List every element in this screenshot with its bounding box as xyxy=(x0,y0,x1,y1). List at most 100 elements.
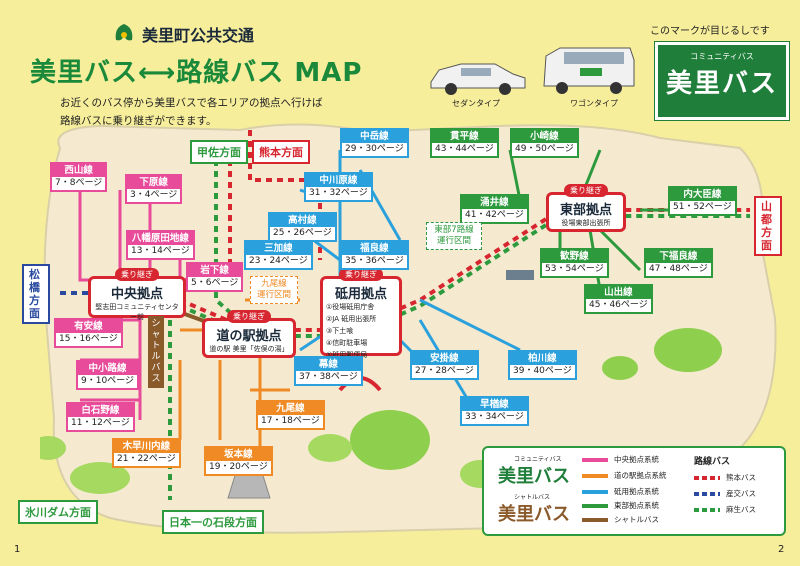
legend-brand-sub-1: コミュニティバス xyxy=(514,456,562,463)
hub-michinoeki: 乗り継ぎ 道の駅拠点 道の駅 美里「佐俣の湯」 xyxy=(202,310,296,358)
legend-brand-sub-2: シャトルバス xyxy=(514,494,551,501)
line-kashiwagawa-pages: 39・40ページ xyxy=(513,366,572,376)
intro-text: お近くのバス停から美里バスで各エリアの拠点へ行けば 路線バスに乗り継ぎができます… xyxy=(60,94,380,130)
line-sakamoto-name: 坂本線 xyxy=(206,448,271,461)
line-yamade-pages: 45・46ページ xyxy=(589,300,648,310)
wagon-icon xyxy=(543,47,635,94)
line-uchiokami-pages: 51・52ページ xyxy=(673,202,732,212)
direction-matsubase: 松橋方面 xyxy=(22,264,50,324)
wagon-label: ワゴンタイプ xyxy=(570,99,618,108)
line-shimofukura-pages: 47・48ページ xyxy=(649,264,708,274)
line-kozaki-name: 小崎線 xyxy=(512,130,577,143)
line-kanpira-pages: 43・44ページ xyxy=(435,144,494,154)
legend-item-tobu: 東部拠点系統 xyxy=(614,501,659,510)
hub-chuo-sub: 堅志田コミュニティセンター前 xyxy=(95,303,179,321)
brand-sub: コミュニティバス xyxy=(690,52,754,61)
direction-ishidan: 日本一の石段方面 xyxy=(162,510,264,534)
line-shitadaira-name: 歓野線 xyxy=(542,250,607,263)
line-nakakoji-pages: 9・10ページ xyxy=(81,376,134,386)
intro-line-2: 路線バスに乗り継ぎができます。 xyxy=(60,115,217,127)
page-title: 美里バス⟷路線バス MAP xyxy=(30,58,363,88)
legend-route-kumamoto: 熊本バス xyxy=(726,473,756,482)
line-kibaru-name: 木早川内線 xyxy=(114,440,179,453)
town-logo-icon xyxy=(115,24,133,41)
line-yui-name: 涌井線 xyxy=(462,196,527,209)
hub-toyo-name: 砥用拠点 xyxy=(334,287,387,302)
hub-michinoeki-badge: 乗り継ぎ xyxy=(227,310,271,323)
hub-chuo-name: 中央拠点 xyxy=(110,287,163,302)
legend-item-shuttle: シャトルバス xyxy=(614,515,659,524)
hub-tobu-name: 東部拠点 xyxy=(559,203,612,218)
line-nakagawara-name: 中川原線 xyxy=(306,174,371,187)
legend-bar-pink xyxy=(582,458,608,462)
line-shiraishino-pages: 11・12ページ xyxy=(71,418,130,428)
line-maku-pages: 37・38ページ xyxy=(299,372,358,382)
line-nishiyama-name: 西山線 xyxy=(52,164,106,177)
direction-koshi: 甲佐方面 xyxy=(190,140,248,164)
legend-item-michinoeki: 道の駅拠点系統 xyxy=(614,471,667,480)
line-shiraishino-name: 白石野線 xyxy=(68,404,133,417)
line-fukura-name: 福良線 xyxy=(342,242,407,255)
hub-michinoeki-name: 道の駅拠点 xyxy=(216,329,282,344)
line-aryasu-name: 有安線 xyxy=(56,320,121,333)
line-shimofukura-name: 下福良線 xyxy=(646,250,711,263)
legend-item-toyo: 砥用拠点系統 xyxy=(614,487,659,496)
legend: コミュニティバス 美里バス シャトルバス 美里バス 中央拠点系統 道の駅拠点系統… xyxy=(482,446,786,536)
line-anto-pages: 27・28ページ xyxy=(415,366,474,376)
line-nakatake-pages: 29・30ページ xyxy=(345,144,404,154)
line-shimohara-pages: 3・4ページ xyxy=(130,190,178,200)
line-sanga-pages: 23・24ページ xyxy=(249,256,308,266)
line-nakagawara-pages: 31・32ページ xyxy=(309,188,368,198)
line-nakatake-name: 中岳線 xyxy=(342,130,407,143)
line-kubi-pages: 17・18ページ xyxy=(261,416,320,426)
note-kubi-area: 九尾線 運行区間 xyxy=(250,276,298,304)
hub-tobu-sub: 役場東部出張所 xyxy=(561,219,611,227)
legend-bar-blue xyxy=(582,490,608,494)
hub-toyo-stop-4: ④信町駐車場 xyxy=(326,339,368,347)
line-takamura-pages: 25・26ページ xyxy=(273,228,332,238)
line-fukura-pages: 35・36ページ xyxy=(345,256,404,266)
line-nishiyama-pages: 7・8ページ xyxy=(55,178,103,188)
line-hayanara-name: 早楢線 xyxy=(462,398,527,411)
organization-name: 美里町公共交通 xyxy=(142,26,255,45)
legend-brand-2: 美里バス xyxy=(498,504,570,525)
legend-bar-green xyxy=(582,504,608,508)
hub-tobu: 乗り継ぎ 東部拠点 役場東部出張所 xyxy=(546,184,626,232)
line-kashiwagawa-name: 柏川線 xyxy=(510,352,575,365)
line-hayanara-pages: 33・34ページ xyxy=(465,412,524,422)
page-number-right: 2 xyxy=(778,544,785,555)
hub-toyo-badge: 乗り継ぎ xyxy=(339,268,383,281)
legend-route-bar-aso xyxy=(694,508,720,512)
legend-brand-1: 美里バス xyxy=(498,466,570,487)
legend-item-chuo: 中央拠点系統 xyxy=(614,455,659,464)
line-iwashita-pages: 5・6ページ xyxy=(191,278,239,288)
direction-yamato: 山都方面 xyxy=(754,196,782,256)
hub-chuo: 乗り継ぎ 中央拠点 堅志田コミュニティセンター前 xyxy=(88,268,186,321)
brand-mark: コミュニティバス 美里バス xyxy=(654,41,790,121)
brand-mark-note: このマークが目じるしです xyxy=(650,26,770,37)
legend-route-title: 路線バス xyxy=(694,457,731,467)
line-nakakoji-name: 中小路線 xyxy=(78,362,137,375)
intro-line-1: お近くのバス停から美里バスで各エリアの拠点へ行けば xyxy=(60,97,323,109)
line-uchiokami-name: 内大臣線 xyxy=(670,188,735,201)
legend-route-bar-sanko xyxy=(694,492,720,496)
line-kanpira-name: 貫平線 xyxy=(432,130,497,143)
